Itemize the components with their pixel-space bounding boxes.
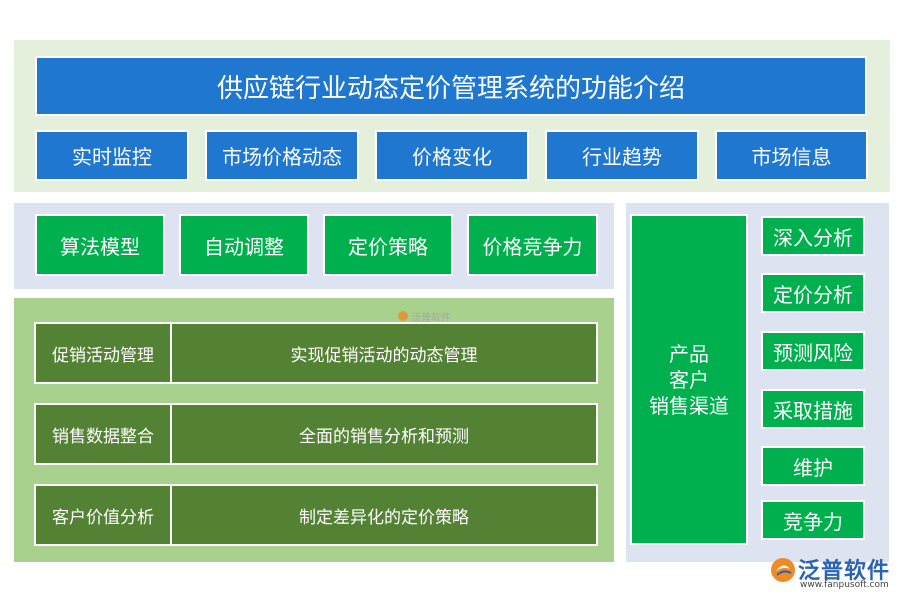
watermark-logo-icon	[398, 311, 408, 321]
channel-line-product: 产品	[669, 341, 709, 366]
feature-box-pricing-strategy: 定价策略	[323, 214, 453, 276]
analysis-item-pricing: 定价分析	[761, 273, 865, 313]
row-label-customer-value: 客户价值分析	[34, 484, 172, 546]
row-desc-customer-value: 制定差异化的定价策略	[172, 484, 598, 546]
watermark-text: 泛普软件	[411, 312, 451, 324]
analysis-item-risk: 预测风险	[761, 331, 865, 371]
feature-box-market-info: 市场信息	[715, 130, 868, 181]
feature-box-industry-trend: 行业趋势	[545, 130, 699, 181]
brand-logo: 泛普软件 www.fanpusoft.com	[770, 553, 895, 597]
channel-line-customer: 客户	[669, 367, 709, 392]
feature-box-realtime-monitoring: 实时监控	[35, 130, 189, 181]
channel-box: 产品 客户 销售渠道	[630, 214, 748, 545]
analysis-item-maintain: 维护	[761, 446, 865, 486]
brand-logo-icon	[771, 558, 795, 582]
analysis-item-deep: 深入分析	[761, 216, 865, 256]
feature-box-market-price: 市场价格动态	[205, 130, 359, 181]
row-label-promotion: 促销活动管理	[34, 322, 172, 384]
row-desc-sales-data: 全面的销售分析和预测	[172, 403, 598, 465]
brand-url: www.fanpusoft.com	[800, 580, 889, 590]
row-label-sales-data: 销售数据整合	[34, 403, 172, 465]
feature-box-price-change: 价格变化	[375, 130, 529, 181]
watermark: 泛普软件	[398, 308, 468, 324]
page-title: 供应链行业动态定价管理系统的功能介绍	[35, 56, 867, 116]
row-desc-promotion: 实现促销活动的动态管理	[172, 322, 598, 384]
feature-box-auto-adjust: 自动调整	[179, 214, 309, 276]
feature-box-algorithm-model: 算法模型	[35, 214, 165, 276]
brand-name: 泛普软件	[798, 559, 891, 584]
feature-box-price-competitiveness: 价格竞争力	[467, 214, 598, 276]
analysis-item-measures: 采取措施	[761, 389, 865, 429]
channel-line-sales: 销售渠道	[649, 393, 729, 418]
analysis-item-competitiveness: 竞争力	[761, 500, 865, 540]
